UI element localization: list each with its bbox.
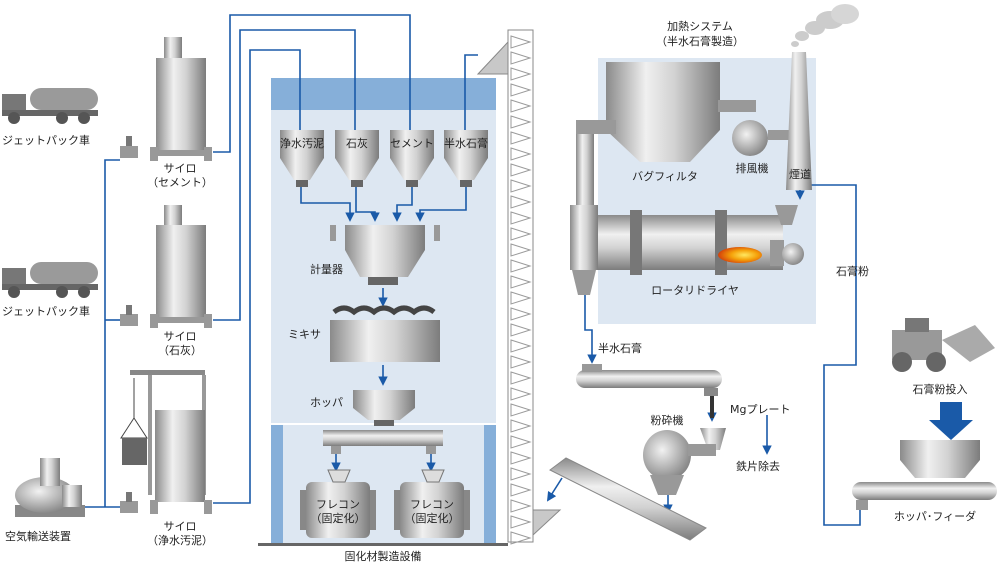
chimney (786, 52, 812, 190)
label-flecon-1b: （固定化） (311, 511, 366, 525)
label-bag-filter: バグフィルタ (632, 169, 698, 183)
load-cell-icon (330, 225, 440, 241)
wheel-loader-icon (892, 318, 995, 372)
label-mixer: ミキサ (288, 328, 321, 341)
valve-icon (120, 305, 138, 326)
magnet-plate (710, 396, 714, 418)
mixer (330, 305, 440, 362)
feed-hopper (852, 440, 997, 510)
label-jet-truck-1: ジェットパック車 (2, 133, 90, 147)
screw-conveyor (323, 430, 443, 454)
label-rotary-dryer: ロータリドライヤ (651, 284, 739, 297)
storage-hopper (335, 130, 379, 187)
rotary-dryer (570, 205, 804, 295)
label-mg-plate: Mgプレート (730, 403, 790, 416)
bag-filter (606, 62, 756, 162)
label-air-transport: 空気輸送装置 (5, 529, 71, 543)
label-silo-lime-2: （石灰） (158, 343, 202, 357)
label-hopper-cement: セメント (390, 137, 434, 150)
flecon-bag-2 (394, 469, 470, 538)
label-hopper-lime: 石灰 (346, 136, 368, 150)
label-hopper-sludge: 浄水汚泥 (280, 136, 324, 150)
valve-icon (120, 492, 138, 513)
air-compressor-icon (15, 458, 85, 517)
label-hopper: ホッパ (310, 396, 343, 409)
silo-sludge (120, 370, 212, 514)
label-crusher: 粉砕機 (651, 413, 684, 427)
label-heating-2: （半水石膏製造） (656, 34, 744, 48)
label-hopper-gypsum: 半水石膏 (444, 136, 488, 150)
label-silo-sludge-1: サイロ (164, 520, 197, 533)
label-jet-truck-2: ジェットパック車 (2, 304, 90, 318)
screw-conveyor-inclined (549, 457, 707, 541)
weigher-vessel (330, 225, 440, 285)
exhaust-fan (732, 120, 794, 156)
labels: ジェットパック車 ジェットパック車 空気輸送装置 サイロ （セメント） サイロ … (2, 20, 976, 563)
hopper (353, 390, 415, 426)
label-silo-lime-1: サイロ (164, 330, 197, 343)
label-silo-cement-1: サイロ (164, 162, 197, 175)
valve-icon (120, 136, 138, 158)
label-silo-sludge-2: （浄水汚泥） (147, 533, 213, 547)
label-hemihydrate: 半水石膏 (598, 341, 642, 355)
smoke-cloud-icon (791, 4, 859, 47)
label-iron-removal: 鉄片除去 (736, 459, 780, 473)
label-flecon-2b: （固定化） (405, 511, 460, 525)
tanker-truck-icon (2, 262, 98, 298)
label-chimney: 煙道 (789, 167, 811, 181)
label-gypsum-powder: 石膏粉 (836, 264, 869, 278)
down-arrow-icon (929, 402, 973, 440)
label-flecon-2a: フレコン (410, 498, 454, 511)
label-silo-cement-2: （セメント） (147, 176, 213, 189)
label-weigher: 計量器 (310, 262, 343, 276)
flow-lines (80, 14, 861, 526)
flecon-bag-1 (300, 469, 376, 538)
label-facility: 固化材製造設備 (345, 549, 422, 563)
duct (576, 120, 616, 210)
belt-conveyor (576, 364, 722, 396)
bucket-elevator (476, 29, 562, 545)
storage-hopper (280, 130, 324, 187)
label-gypsum-input: 石膏粉投入 (913, 382, 968, 396)
crusher (643, 430, 716, 495)
tanker-truck-icon (2, 88, 98, 124)
storage-hopper (390, 130, 434, 187)
silo-cement (150, 37, 212, 161)
storage-hopper (444, 130, 488, 187)
silo-lime (150, 205, 212, 328)
label-exhaust-fan: 排風機 (736, 161, 769, 175)
label-heating-1: 加熱システム (667, 20, 733, 33)
label-flecon-1a: フレコン (316, 498, 360, 511)
label-hopper-feeder: ホッパ･フィーダ (894, 509, 976, 523)
